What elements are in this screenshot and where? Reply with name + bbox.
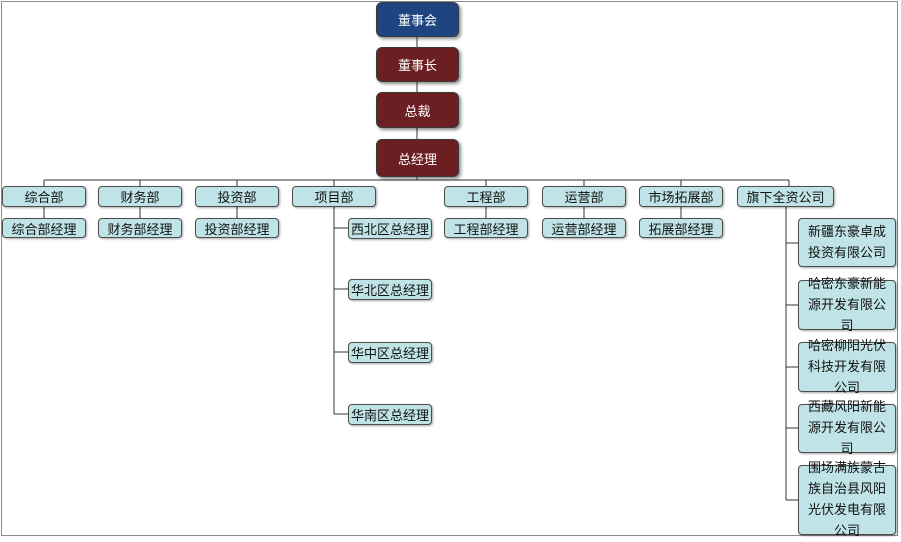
subsidiary-hami-pv-tech: 哈密柳阳光伏科技开发有限公司 xyxy=(798,339,896,396)
dept-engineering: 工程部 xyxy=(444,186,528,207)
dept-projects: 项目部 xyxy=(292,186,376,207)
manager-engineering: 工程部经理 xyxy=(444,218,528,238)
dept-finance: 财务部 xyxy=(98,186,182,207)
general-manager-box: 总经理 xyxy=(376,139,459,177)
subsidiary-xinjiang-investment: 新疆东豪卓成投资有限公司 xyxy=(798,218,896,267)
subsidiary-tibet-new-energy: 西藏风阳新能源开发有限公司 xyxy=(798,400,896,457)
chairman-box: 董事长 xyxy=(376,47,459,82)
manager-general-affairs: 综合部经理 xyxy=(2,218,86,238)
manager-investment: 投资部经理 xyxy=(195,218,279,238)
president-box: 总裁 xyxy=(376,92,459,128)
dept-investment: 投资部 xyxy=(195,186,279,207)
region-north: 华北区总经理 xyxy=(348,279,432,300)
dept-subsidiaries: 旗下全资公司 xyxy=(737,186,834,207)
region-south: 华南区总经理 xyxy=(348,404,432,425)
subsidiary-weichang-pv-power: 围场满族蒙古族自治县风阳光伏发电有限公司 xyxy=(798,461,896,539)
subsidiary-hami-new-energy: 哈密东豪新能源开发有限公司 xyxy=(798,277,896,334)
manager-finance: 财务部经理 xyxy=(98,218,182,238)
region-northwest: 西北区总经理 xyxy=(348,218,432,239)
region-central: 华中区总经理 xyxy=(348,342,432,363)
dept-operations: 运营部 xyxy=(542,186,626,207)
dept-general-affairs: 综合部 xyxy=(2,186,86,207)
dept-market-expansion: 市场拓展部 xyxy=(639,186,723,207)
manager-operations: 运营部经理 xyxy=(542,218,626,238)
board-box: 董事会 xyxy=(376,2,459,37)
manager-market-expansion: 拓展部经理 xyxy=(639,218,723,238)
